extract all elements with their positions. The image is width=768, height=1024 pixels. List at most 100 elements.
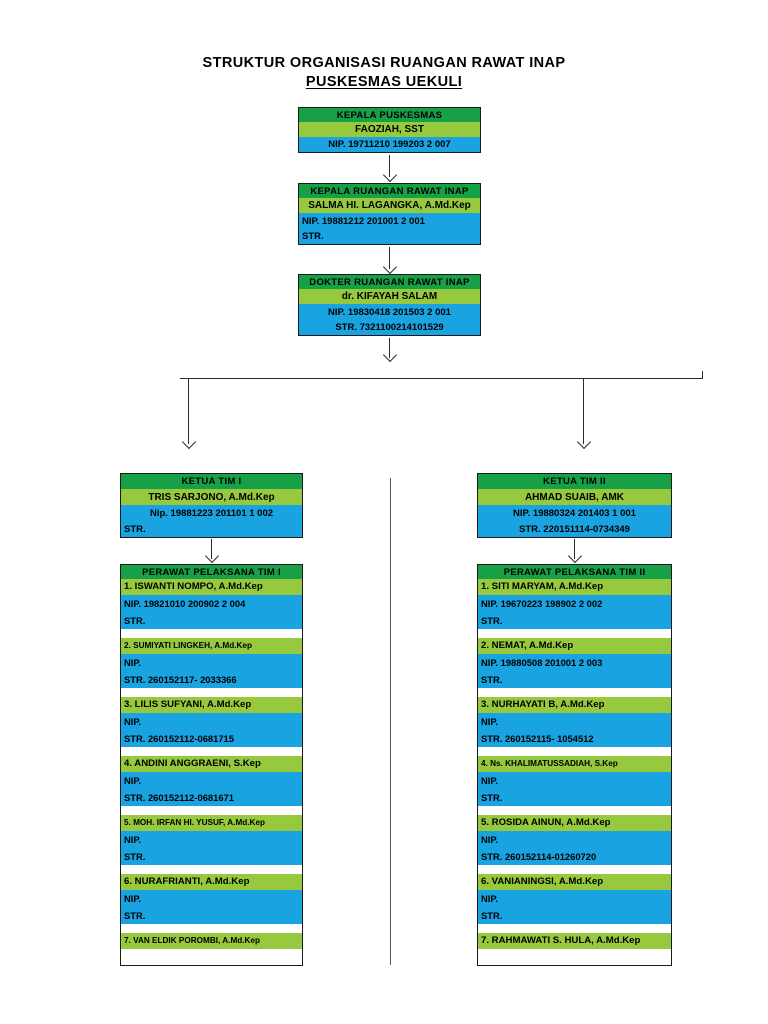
node-ketua-tim-2-str: STR. 220151114-0734349 — [478, 521, 671, 537]
node-dokter-name: dr. KIFAYAH SALAM — [299, 289, 480, 304]
list-item-nurse-name[interactable]: 4. Ns. KHALIMATUSSADIAH, S.Kep — [478, 756, 671, 772]
node-dokter-header: DOKTER RUANGAN RAWAT INAP — [299, 275, 480, 289]
node-kepala-ruangan-header: KEPALA RUANGAN RAWAT INAP — [299, 184, 480, 198]
connector-dokter-down — [389, 338, 390, 358]
connector-branch-to-tim2 — [583, 378, 584, 444]
node-ketua-tim-2-name: AHMAD SUAIB, AMK — [478, 489, 671, 505]
connector-tim1-to-perawat — [211, 539, 212, 559]
list-perawat-tim-1-header: PERAWAT PELAKSANA TIM I — [121, 565, 302, 579]
list-item-nurse-nip: NIP. — [121, 654, 302, 671]
list-item-separator — [121, 806, 302, 815]
arrowhead-branch-to-tim2 — [576, 434, 592, 450]
list-item-nurse-str: STR. — [121, 612, 302, 629]
list-item-nurse-nip: NIP. — [478, 713, 671, 730]
arrowhead-tim2-to-perawat — [567, 548, 583, 564]
node-kepala-puskesmas-nip: NIP. 19711210 199203 2 007 — [299, 137, 480, 152]
node-kepala-ruangan-nip: NIP. 19881212 201001 2 001 — [299, 213, 480, 229]
connector-branch-horizontal — [180, 378, 703, 379]
list-item-nurse-name[interactable]: 6. VANIANINGSI, A.Md.Kep — [478, 874, 671, 890]
list-perawat-tim-1: PERAWAT PELAKSANA TIM I 1. ISWANTI NOMPO… — [120, 564, 303, 966]
list-item-separator — [478, 688, 671, 697]
node-ketua-tim-1[interactable]: KETUA TIM I TRIS SARJONO, A.Md.Kep Nip. … — [120, 473, 303, 538]
list-item-nurse-str: STR. — [478, 907, 671, 924]
list-item-nurse-nip: NIP. 19821010 200902 2 004 — [121, 595, 302, 612]
list-item-separator — [121, 747, 302, 756]
page-title: STRUKTUR ORGANISASI RUANGAN RAWAT INAP — [202, 55, 566, 71]
list-item-nurse-nip: NIP. — [121, 890, 302, 907]
list-item-nurse-str: STR. — [121, 848, 302, 865]
list-item-nurse-str: STR. 260152117- 2033366 — [121, 671, 302, 688]
connector-kepala-to-ruangan — [389, 155, 390, 177]
list-item-nurse-name[interactable]: 3. LILIS SUFYANI, A.Md.Kep — [121, 697, 302, 713]
list-item-nurse-name[interactable]: 5. ROSIDA AINUN, A.Md.Kep — [478, 815, 671, 831]
list-item-nurse-name[interactable]: 1. SITI MARYAM, A.Md.Kep — [478, 579, 671, 595]
list-item-nurse-name[interactable]: 3. NURHAYATI B, A.Md.Kep — [478, 697, 671, 713]
list-item-nurse-str: STR. 260152112-0681671 — [121, 789, 302, 806]
list-perawat-tim-2: PERAWAT PELAKSANA TIM II 1. SITI MARYAM,… — [477, 564, 672, 966]
node-ketua-tim-1-header: KETUA TIM I — [121, 474, 302, 489]
list-item-nurse-name[interactable]: 2. SUMIYATI LINGKEH, A.Md.Kep — [121, 638, 302, 654]
list-perawat-tim-2-header: PERAWAT PELAKSANA TIM II — [478, 565, 671, 579]
list-item-separator — [478, 806, 671, 815]
list-item-nurse-str: STR. — [478, 789, 671, 806]
node-ketua-tim-1-str: STR. — [121, 521, 302, 537]
node-kepala-ruangan-str: STR. — [299, 229, 480, 244]
list-item-separator — [478, 924, 671, 933]
arrowhead-ruangan-to-dokter — [382, 259, 398, 275]
node-ketua-tim-2-header: KETUA TIM II — [478, 474, 671, 489]
list-item-nurse-str: STR. — [121, 907, 302, 924]
list-item-nurse-nip: NIP. — [121, 713, 302, 730]
list-item-nurse-nip: NIP. — [121, 772, 302, 789]
page-subtitle: PUSKESMAS UEKULI — [305, 74, 463, 90]
list-item-nurse-name[interactable]: 7. VAN ELDIK POROMBI, A.Md.Kep — [121, 933, 302, 949]
list-item-nurse-name[interactable]: 4. ANDINI ANGGRAENI, S.Kep — [121, 756, 302, 772]
list-item-nurse-nip: NIP. 19880508 201001 2 003 — [478, 654, 671, 671]
node-ketua-tim-1-name: TRIS SARJONO, A.Md.Kep — [121, 489, 302, 505]
arrowhead-kepala-to-ruangan — [382, 167, 398, 183]
node-ketua-tim-2[interactable]: KETUA TIM II AHMAD SUAIB, AMK NIP. 19880… — [477, 473, 672, 538]
list-item-nurse-nip: NIP. — [121, 831, 302, 848]
list-item-separator — [121, 865, 302, 874]
list-item-nurse-str: STR. 260152115- 1054512 — [478, 730, 671, 747]
divider-center-vertical — [390, 478, 391, 965]
list-item-nurse-nip: NIP. — [478, 890, 671, 907]
list-item-separator — [121, 629, 302, 638]
list-item-nurse-str: STR. 260152112-0681715 — [121, 730, 302, 747]
node-kepala-puskesmas-name: FAOZIAH, SST — [299, 122, 480, 137]
connector-branch-right-riser — [702, 371, 703, 379]
node-kepala-puskesmas[interactable]: KEPALA PUSKESMAS FAOZIAH, SST NIP. 19711… — [298, 107, 481, 153]
list-item-nurse-name[interactable]: 1. ISWANTI NOMPO, A.Md.Kep — [121, 579, 302, 595]
list-item-nurse-nip: NIP. 19670223 198902 2 002 — [478, 595, 671, 612]
list-item-nurse-name[interactable]: 6. NURAFRIANTI, A.Md.Kep — [121, 874, 302, 890]
node-ketua-tim-2-nip: NIP. 19880324 201403 1 001 — [478, 505, 671, 521]
list-item-separator — [478, 747, 671, 756]
node-kepala-puskesmas-header: KEPALA PUSKESMAS — [299, 108, 480, 122]
list-item-separator — [478, 865, 671, 874]
list-item-separator — [478, 629, 671, 638]
list-item-nurse-name[interactable]: 7. RAHMAWATI S. HULA, A.Md.Kep — [478, 933, 671, 949]
node-kepala-ruangan-rawat-inap[interactable]: KEPALA RUANGAN RAWAT INAP SALMA HI. LAGA… — [298, 183, 481, 245]
list-item-nurse-str: STR. 260152114-01260720 — [478, 848, 671, 865]
connector-ruangan-to-dokter — [389, 247, 390, 269]
list-item-nurse-nip: NIP. — [478, 831, 671, 848]
connector-tim2-to-perawat — [574, 539, 575, 559]
node-ketua-tim-1-nip: Nip. 19881223 201101 1 002 — [121, 505, 302, 521]
node-dokter-ruangan-rawat-inap[interactable]: DOKTER RUANGAN RAWAT INAP dr. KIFAYAH SA… — [298, 274, 481, 336]
list-item-nurse-nip: NIP. — [478, 772, 671, 789]
list-item-nurse-name[interactable]: 2. NEMAT, A.Md.Kep — [478, 638, 671, 654]
list-item-nurse-str: STR. — [478, 671, 671, 688]
connector-branch-to-tim1 — [188, 378, 189, 444]
list-item-nurse-str: STR. — [478, 612, 671, 629]
node-dokter-str: STR. 7321100214101529 — [299, 320, 480, 335]
list-item-separator — [121, 924, 302, 933]
arrowhead-branch-to-tim1 — [181, 434, 197, 450]
list-item-nurse-name[interactable]: 5. MOH. IRFAN HI. YUSUF, A.Md.Kep — [121, 815, 302, 831]
arrowhead-dokter-down — [382, 347, 398, 363]
node-dokter-nip: NIP. 19830418 201503 2 001 — [299, 304, 480, 320]
list-item-separator — [121, 688, 302, 697]
node-kepala-ruangan-name: SALMA HI. LAGANGKA, A.Md.Kep — [299, 198, 480, 213]
arrowhead-tim1-to-perawat — [204, 548, 220, 564]
